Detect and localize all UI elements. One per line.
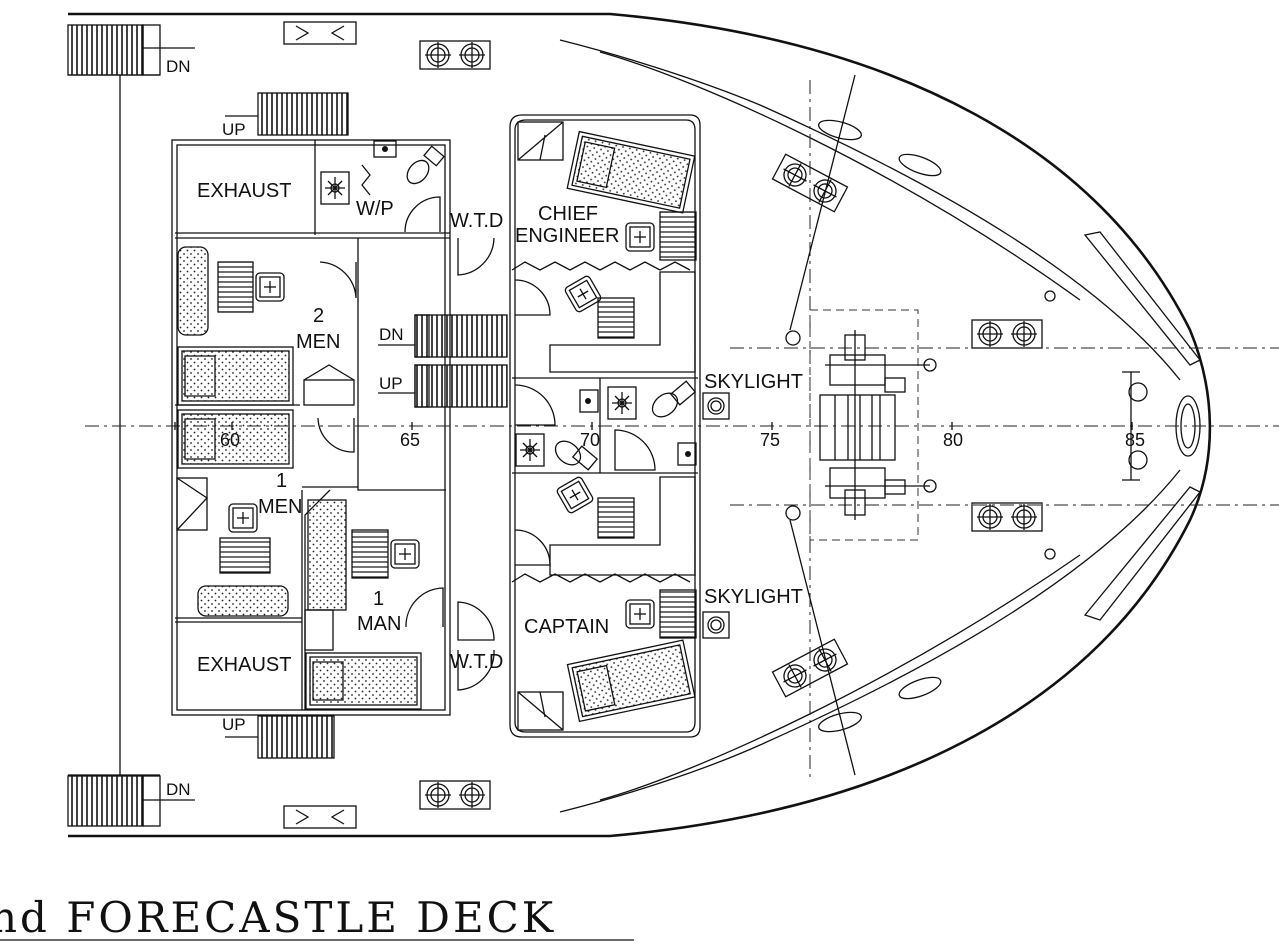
door-wtd-bottom [457, 649, 495, 691]
stair-label: DN [379, 325, 404, 344]
cabinet [304, 609, 334, 651]
door-wtd-bottom [457, 601, 495, 641]
toilet-icon [406, 145, 445, 185]
bed [305, 652, 422, 710]
fairlead-top [283, 21, 357, 45]
room-label-two-men-number: 2 [313, 305, 324, 327]
bollard [971, 319, 1043, 349]
door-swing [404, 196, 441, 233]
room-label-skylight: SKYLIGHT [704, 586, 803, 608]
desk [597, 497, 635, 539]
sofa [549, 476, 696, 576]
wardrobe [303, 364, 355, 406]
room-label-wp: W/P [356, 198, 394, 220]
wardrobe [517, 121, 564, 161]
stair-up-top [225, 92, 349, 136]
sink-icon [677, 442, 697, 466]
fan-icon [515, 433, 545, 467]
frame-number-65: 65 [400, 430, 420, 450]
sofa [177, 246, 209, 336]
door-swing [514, 384, 556, 426]
room-label-one-man-number: 1 [373, 588, 384, 610]
partition [361, 164, 371, 196]
wardrobe [176, 477, 208, 531]
door-wtd-top [457, 237, 495, 276]
bed [566, 130, 696, 214]
wardrobe [517, 691, 564, 731]
fan-icon [607, 386, 637, 420]
stair-up-bottom [225, 715, 335, 759]
room-label-one-men-number: 1 [276, 470, 287, 492]
sink-icon [579, 389, 599, 413]
skylight-top [702, 392, 730, 420]
chair-icon [555, 475, 595, 515]
desk [217, 261, 254, 313]
toilet-icon [554, 440, 599, 471]
chain-stopper [1122, 371, 1148, 481]
room-label-two-men-word: MEN [296, 331, 340, 353]
room-label-one-man-word: MAN [357, 613, 401, 635]
stair-label: UP [222, 715, 246, 734]
desk [659, 211, 697, 261]
stair-dn-center [378, 314, 508, 358]
skylight-bottom [702, 611, 730, 639]
bunk-bed [177, 409, 294, 469]
bunk-bed [177, 346, 294, 406]
door-swing [319, 261, 357, 299]
frame-number-70: 70 [580, 430, 600, 450]
frame-number-75: 75 [760, 430, 780, 450]
sofa [549, 271, 696, 373]
room-label-wtd: W.T.D [450, 651, 503, 673]
frame-number-80: 80 [943, 430, 963, 450]
chair-icon [390, 539, 420, 569]
bed [566, 639, 696, 723]
bollard [419, 40, 491, 70]
chair-icon [255, 272, 285, 302]
bollard [419, 780, 491, 810]
desk [597, 297, 635, 339]
stair-label: UP [222, 120, 246, 139]
toilet-icon [651, 380, 697, 418]
frame-number-85: 85 [1125, 430, 1145, 450]
stair-label: UP [379, 374, 403, 393]
stair-dn-bottom-left [67, 775, 195, 827]
room-label-exhaust: EXHAUST [197, 180, 291, 202]
chair-icon [625, 599, 655, 629]
room-label-engineer: ENGINEER [515, 225, 619, 247]
desk [659, 589, 697, 639]
room-label-captain: CAPTAIN [524, 616, 609, 638]
door-swing [514, 529, 551, 566]
door-swing [514, 279, 551, 316]
fan-icon [320, 171, 350, 205]
sink-icon [373, 140, 397, 158]
room-label-exhaust: EXHAUST [197, 654, 291, 676]
chair-icon [625, 222, 655, 252]
desk [219, 537, 271, 574]
drawing-title: nd FORECASTLE DECK [0, 893, 556, 942]
accommodation-walls [171, 139, 451, 716]
stair-dn-top-left [67, 24, 195, 76]
officers-block-walls [509, 114, 701, 738]
stair-label: DN [166, 57, 191, 76]
door-swing [317, 417, 355, 453]
room-label-wtd: W.T.D [450, 210, 503, 232]
chair-icon [563, 274, 603, 314]
desk [351, 529, 389, 579]
bollard [971, 502, 1043, 532]
door-swing [405, 587, 444, 628]
room-label-skylight: SKYLIGHT [704, 371, 803, 393]
chair-icon [228, 503, 258, 533]
room-label-chief: CHIEF [538, 203, 598, 225]
windlass [785, 290, 1056, 560]
stair-label: DN [166, 780, 191, 799]
room-label-one-men-word: MEN [258, 496, 302, 518]
wardrobe-area [307, 499, 347, 611]
sofa [197, 585, 289, 617]
fairlead-bottom [283, 805, 357, 829]
stair-up-center [378, 364, 508, 408]
door-swing [614, 429, 656, 471]
